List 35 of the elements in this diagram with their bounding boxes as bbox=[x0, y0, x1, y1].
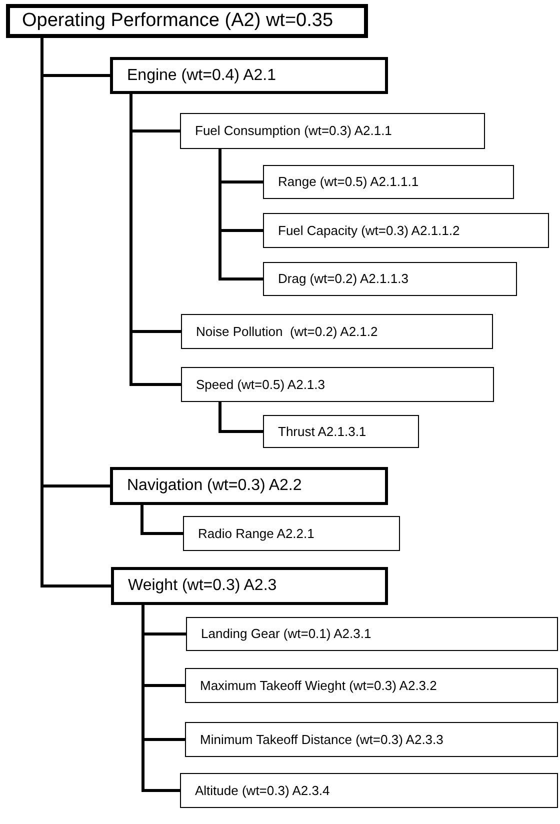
box-label: Operating Performance (A2) wt=0.35 bbox=[22, 8, 334, 33]
tree-box bbox=[110, 467, 388, 505]
box-label: Radio Range A2.2.1 bbox=[198, 524, 314, 543]
box-label: Engine (wt=0.4) A2.1 bbox=[127, 66, 276, 86]
tree-box bbox=[180, 113, 485, 149]
connector-line bbox=[218, 402, 263, 433]
box-label: Fuel Consumption (wt=0.3) A2.1.1 bbox=[195, 122, 392, 140]
tree-box bbox=[181, 367, 494, 402]
box-label: Fuel Capacity (wt=0.3) A2.1.1.2 bbox=[278, 222, 460, 240]
box-label: Maximum Takeoff Wieght (wt=0.3) A2.3.2 bbox=[200, 676, 437, 695]
box-label: Minimum Takeoff Distance (wt=0.3) A2.3.3 bbox=[200, 730, 444, 749]
box-label: Weight (wt=0.3) A2.3 bbox=[128, 576, 277, 596]
connector-line bbox=[130, 94, 181, 386]
box-label: Range (wt=0.5) A2.1.1.1 bbox=[278, 173, 419, 192]
box-label: Landing Gear (wt=0.1) A2.3.1 bbox=[201, 625, 372, 644]
box-label: Drag (wt=0.2) A2.1.1.3 bbox=[278, 270, 408, 288]
tree-box bbox=[185, 668, 558, 703]
connector-line bbox=[140, 505, 183, 535]
tree-box bbox=[185, 722, 558, 757]
tree-box bbox=[111, 567, 388, 605]
tree-box bbox=[263, 213, 549, 248]
tree-box bbox=[181, 314, 493, 349]
tree-box bbox=[180, 773, 558, 808]
box-label: Altitude (wt=0.3) A2.3.4 bbox=[195, 782, 330, 800]
tree-box bbox=[6, 4, 368, 38]
tree-box bbox=[263, 415, 419, 448]
box-label: Speed (wt=0.5) A2.1.3 bbox=[196, 376, 326, 394]
box-label: Noise Pollution (wt=0.2) A2.1.2 bbox=[196, 322, 378, 341]
box-label: Thrust A2.1.3.1 bbox=[278, 422, 366, 441]
tree-box bbox=[186, 617, 558, 651]
tree-box bbox=[183, 516, 400, 551]
tree-box bbox=[263, 165, 514, 199]
box-label: Navigation (wt=0.3) A2.2 bbox=[127, 476, 302, 496]
tree-box bbox=[110, 57, 388, 94]
tree-box bbox=[263, 262, 517, 296]
